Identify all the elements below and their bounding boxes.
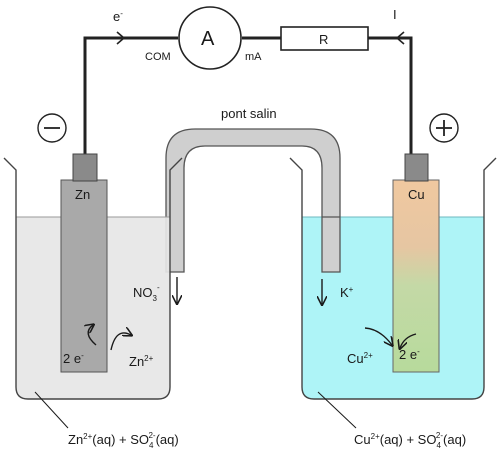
ammeter-ma-label: mA bbox=[245, 51, 262, 63]
current-label: I bbox=[393, 7, 397, 22]
circuit-wire bbox=[83, 31, 413, 156]
ammeter: A bbox=[178, 6, 242, 70]
electron-direction-arrow bbox=[116, 31, 126, 45]
electron-consume-arrow bbox=[400, 333, 417, 348]
negative-terminal-symbol bbox=[37, 113, 67, 143]
zinc-ion-release-arrow bbox=[110, 333, 131, 351]
positive-terminal-symbol bbox=[429, 113, 459, 143]
right-electrons-label: 2 e- bbox=[399, 347, 420, 362]
left-solution-leader bbox=[34, 391, 69, 429]
current-direction-arrow bbox=[395, 31, 405, 45]
left-solution-label: Zn2+(aq) + SO42-(aq) bbox=[68, 431, 179, 450]
copper-electrode-label: Cu bbox=[408, 187, 425, 202]
copper-ion-label: Cu2+ bbox=[347, 351, 373, 366]
resistor-label: R bbox=[319, 32, 328, 47]
resistor: R bbox=[280, 26, 369, 51]
ammeter-symbol: A bbox=[201, 28, 215, 50]
zinc-electrode-label: Zn bbox=[75, 187, 90, 202]
salt-bridge-right-leg bbox=[321, 216, 341, 273]
electron-release-arrow bbox=[88, 325, 97, 346]
zinc-ion-label: Zn2+ bbox=[129, 354, 154, 369]
nitrate-ion-label: NO3- bbox=[133, 283, 160, 303]
zinc-electrode bbox=[60, 153, 108, 373]
ammeter-com-label: COM bbox=[145, 51, 171, 63]
salt-bridge-label: pont salin bbox=[221, 106, 277, 121]
right-solution-leader bbox=[317, 391, 357, 429]
potassium-ion-label: K+ bbox=[340, 285, 354, 300]
electron-flow-label: e- bbox=[113, 9, 123, 24]
right-solution-label: Cu2+(aq) + SO42-(aq) bbox=[354, 431, 466, 450]
copper-ion-deposit-arrow bbox=[364, 327, 392, 345]
left-electrons-label: 2 e- bbox=[63, 351, 84, 366]
